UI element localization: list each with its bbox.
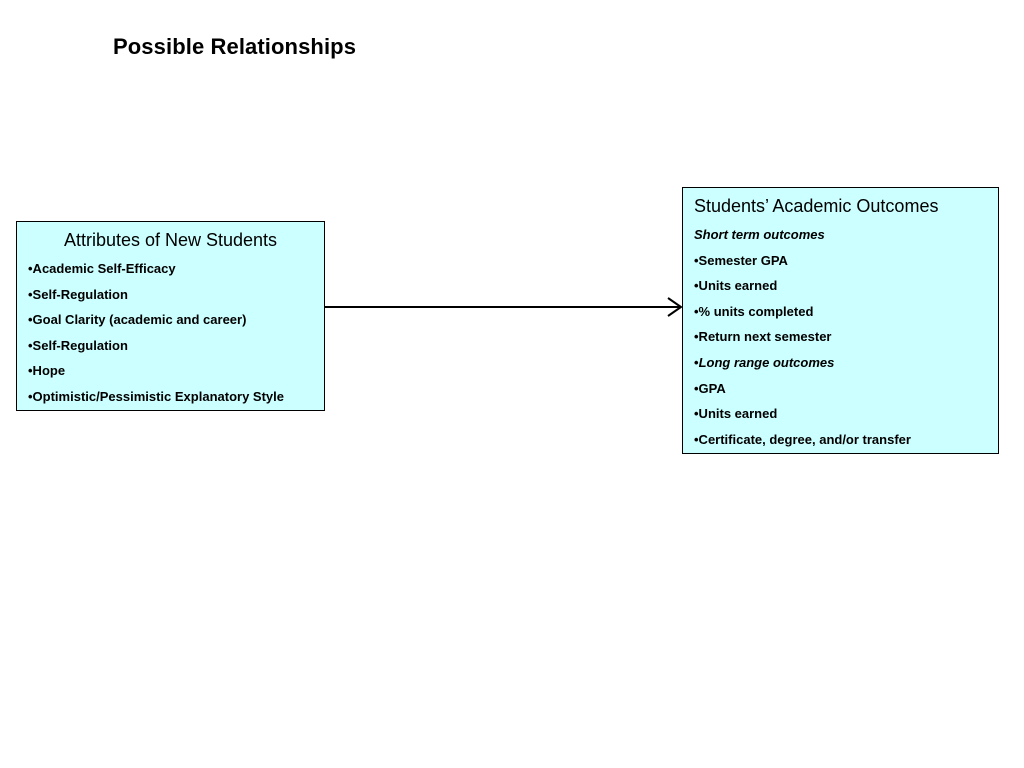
attribute-item: •Goal Clarity (academic and career): [28, 312, 247, 328]
outcome-item: •Units earned: [694, 406, 778, 422]
attribute-item: •Self-Regulation: [28, 337, 128, 353]
outcome-item: •% units completed: [694, 303, 814, 319]
attribute-item: •Self-Regulation: [28, 286, 128, 302]
outcomes-heading: Students’ Academic Outcomes: [694, 196, 939, 216]
outcome-item: •Units earned: [694, 278, 778, 294]
outcome-item: •GPA: [694, 380, 726, 396]
outcome-item: •Certificate, degree, and/or transfer: [694, 431, 911, 447]
attribute-item: •Optimistic/Pessimistic Explanatory Styl…: [28, 388, 284, 404]
outcomes-box: Students’ Academic Outcomes Short term o…: [682, 187, 999, 454]
outcome-item: •Semester GPA: [694, 252, 788, 268]
outcome-item: •Return next semester: [694, 329, 832, 345]
arrow-head: [667, 297, 683, 317]
long-range-label: Long range outcomes: [698, 354, 835, 370]
slide-title: Possible Relationships: [113, 34, 357, 59]
attributes-box: Attributes of New Students •Academic Sel…: [16, 221, 325, 411]
short-term-label: Short term outcomes: [694, 227, 825, 242]
attribute-item: •Hope: [28, 363, 66, 379]
attribute-item: •Academic Self-Efficacy: [28, 261, 176, 276]
long-range-bullet: •: [694, 354, 699, 370]
attributes-heading: Attributes of New Students: [63, 230, 278, 250]
long-range-heading: •Long range outcomes: [694, 350, 998, 376]
